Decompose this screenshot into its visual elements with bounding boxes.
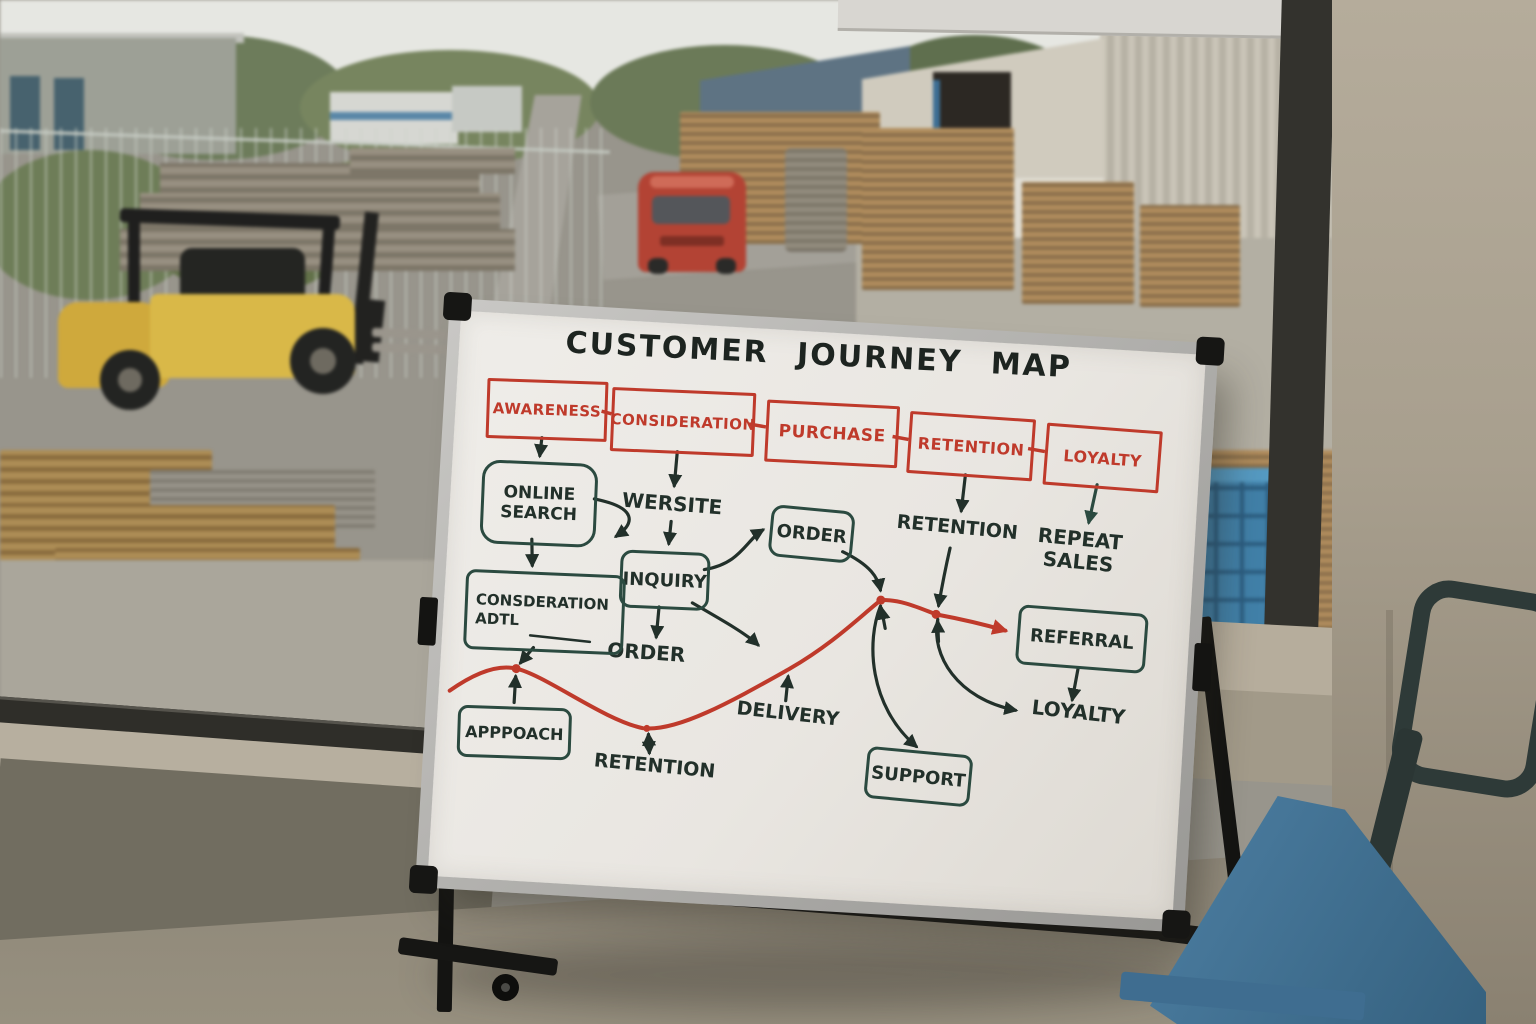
van-wheel (716, 258, 736, 274)
white-building (452, 86, 522, 132)
stage-purchase: PURCHASE (764, 399, 901, 469)
stand-clamp-left (417, 596, 439, 646)
pallet-stack (1140, 205, 1240, 307)
stage-connectors (601, 409, 1046, 454)
teal-arrow (1084, 483, 1099, 526)
node-online-search: ONLINE SEARCH (479, 459, 599, 549)
frame-corner (1195, 336, 1225, 366)
frame-corner (408, 864, 439, 895)
node-referral: REFERRAL (1014, 604, 1149, 674)
forklift-cab-post (128, 220, 140, 322)
node-approach: APPPOACH (456, 704, 573, 761)
ink-arrows (507, 436, 1082, 756)
whiteboard: CUSTOMER JOURNEY MAP AWARENESS CONSIDERA… (408, 291, 1225, 939)
building-band (330, 112, 458, 120)
gray-pallet-stack (785, 148, 847, 252)
journey-map: CUSTOMER JOURNEY MAP AWARENESS CONSIDERA… (425, 314, 1198, 903)
van-roof (650, 176, 734, 188)
frame-corner (1161, 909, 1191, 939)
forklift-wheel-hub (310, 348, 336, 374)
node-support: SUPPORT (863, 745, 974, 808)
floor-shadow (430, 940, 1190, 1010)
journey-dots (511, 595, 941, 732)
flow-arrows (447, 409, 1099, 756)
stage-retention: RETENTION (906, 410, 1037, 482)
node-repeat-sales: REPEAT SALES (1036, 522, 1124, 577)
pallet-stack (862, 128, 1014, 290)
pallet-stack (1022, 182, 1134, 304)
stage-consideration: CONSIDERATION (609, 387, 757, 458)
node-order-box: ORDER (767, 504, 856, 564)
stage-loyalty: LOYALTY (1042, 422, 1163, 494)
van-windshield (652, 196, 730, 224)
van-wheel (648, 258, 668, 274)
node-consideration-adtl: CONSDERATION ADTL (462, 568, 627, 656)
forklift-wheel-hub (118, 368, 142, 392)
stand-clamp-right (1192, 642, 1213, 692)
node-inquiry: INQUIRY (618, 549, 711, 612)
caster-hub (501, 983, 510, 992)
blue-machine-top (1192, 468, 1280, 482)
steel-profile-stack (350, 148, 515, 174)
van-grill (660, 236, 724, 246)
stage-awareness: AWARENESS (485, 377, 609, 442)
